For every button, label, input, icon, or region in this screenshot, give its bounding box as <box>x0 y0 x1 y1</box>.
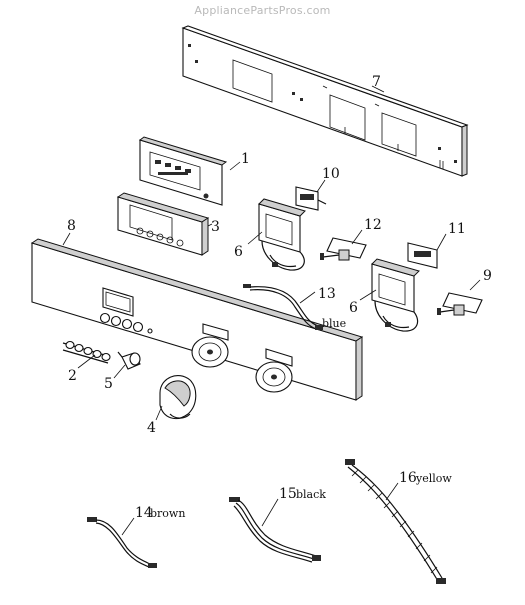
switch-part-12 <box>320 237 367 261</box>
watermark: AppliancePartsPros.com <box>194 4 331 17</box>
callout-6b: 6 <box>349 300 358 316</box>
callout-15: 15 <box>279 486 297 502</box>
wire-harness-part-14 <box>87 517 157 568</box>
wire-label-brown: brown <box>150 507 185 520</box>
small-knob-part-5 <box>117 351 141 370</box>
wire-harness-part-13 <box>243 284 323 330</box>
wire-label-blue: blue <box>322 317 346 330</box>
callout-3: 3 <box>211 219 220 235</box>
callout-9: 9 <box>483 268 492 284</box>
callout-2: 2 <box>68 368 77 384</box>
callout-13: 13 <box>318 286 336 302</box>
knob-housing-part-6-lower <box>371 258 420 332</box>
callout-6a: 6 <box>234 244 243 260</box>
leader-lines <box>62 85 481 536</box>
large-knob-part-4 <box>159 375 197 420</box>
display-housing-part-3 <box>116 192 210 256</box>
knob-housing-part-6-upper <box>258 198 306 271</box>
control-board-part-1 <box>138 136 228 206</box>
callout-4: 4 <box>147 420 156 436</box>
callout-12: 12 <box>364 217 382 233</box>
callout-16: 16 <box>399 470 417 486</box>
callout-7: 7 <box>372 74 381 90</box>
wire-label-yellow: yellow <box>415 472 452 485</box>
callout-10: 10 <box>322 166 340 182</box>
wire-harness-part-16 <box>345 459 446 584</box>
switch-part-9 <box>437 292 483 316</box>
callout-5: 5 <box>104 376 113 392</box>
button-set-part-2 <box>62 340 111 364</box>
rear-panel-part-7 <box>181 25 469 177</box>
wire-label-black: black <box>296 488 326 501</box>
callout-11: 11 <box>448 221 466 237</box>
display-module-part-10 <box>295 186 327 211</box>
console-panel-part-8 <box>30 238 364 401</box>
callout-14: 14 <box>135 505 153 521</box>
wire-harness-part-15 <box>229 497 321 563</box>
callout-8: 8 <box>67 218 76 234</box>
callout-1: 1 <box>241 151 250 167</box>
display-module-part-11 <box>407 242 438 269</box>
